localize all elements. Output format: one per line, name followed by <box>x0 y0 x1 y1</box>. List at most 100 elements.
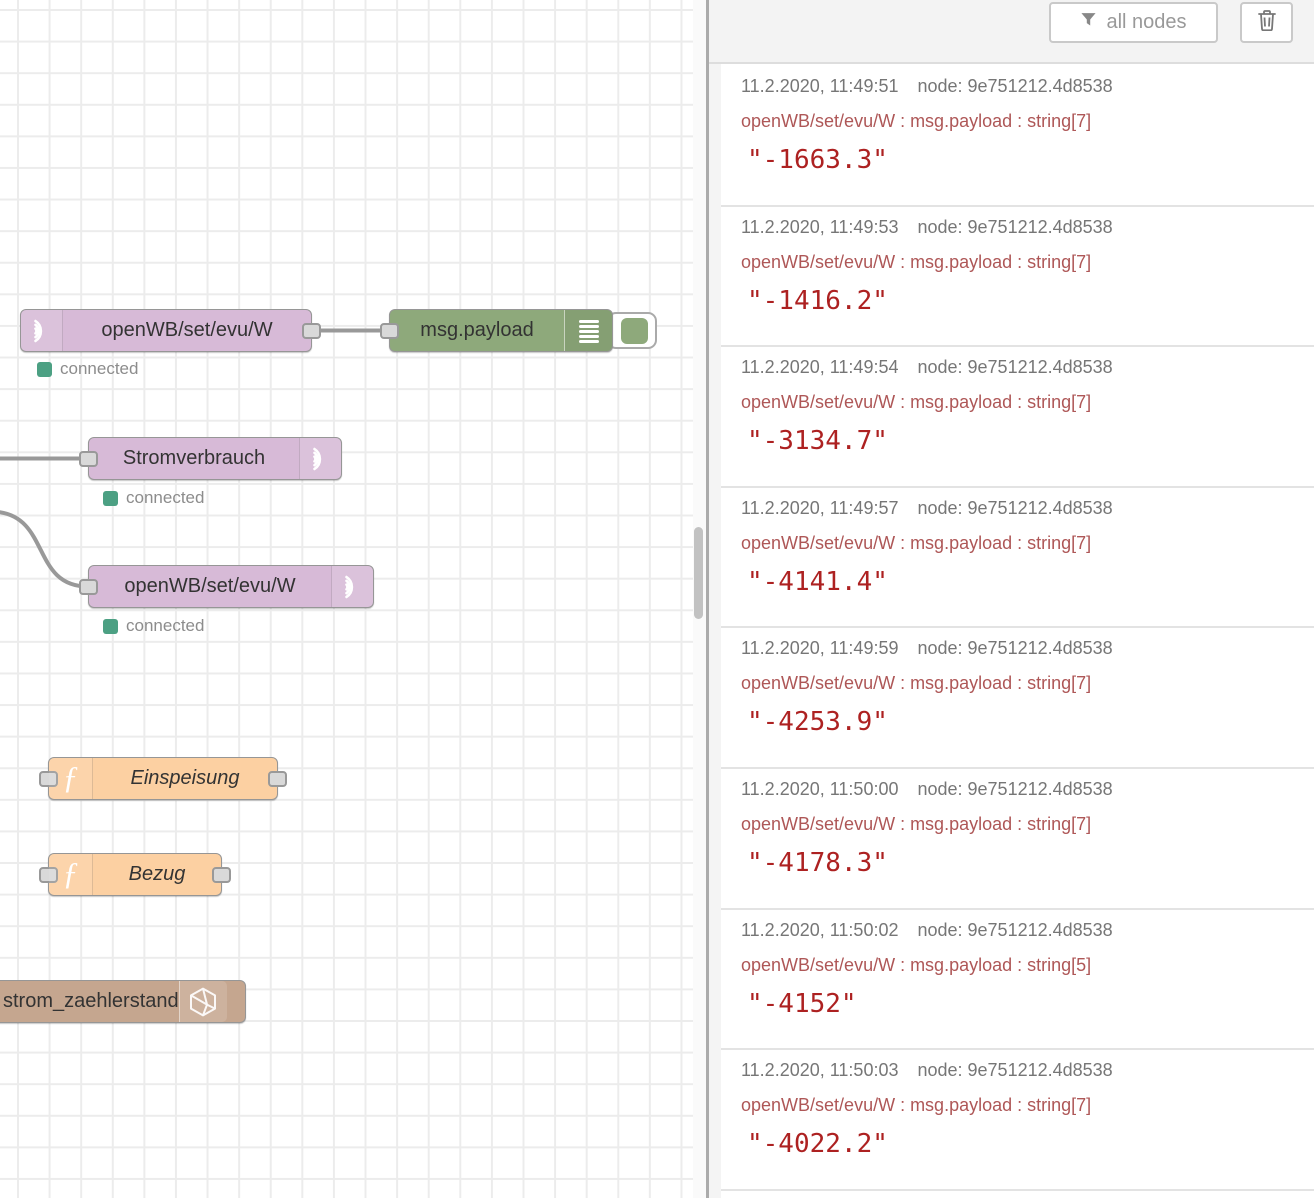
status-text: connected <box>126 488 205 507</box>
status-dot-connected <box>103 490 118 506</box>
output-port[interactable] <box>302 322 321 339</box>
debug-message-node-id: node: 9e751212.4d8538 <box>917 919 1113 940</box>
node-label: msg.payload <box>420 319 534 341</box>
node-label: Bezug <box>128 863 186 885</box>
output-port[interactable] <box>212 866 231 883</box>
status-text: connected <box>60 359 139 378</box>
debug-message-header: 11.2.2020, 11:49:54 node: 9e751212.4d853… <box>741 357 1306 378</box>
output-port[interactable] <box>268 770 287 787</box>
debug-message-topic: openWB/set/evu/W : msg.payload : string[… <box>741 813 1092 834</box>
debug-message-timestamp: 11.2.2020, 11:49:57 <box>741 497 899 518</box>
debug-message: 11.2.2020, 11:50:02 node: 9e751212.4d853… <box>721 909 1314 1051</box>
status-text: connected <box>126 616 205 635</box>
debug-message: 11.2.2020, 11:49:57 node: 9e751212.4d853… <box>721 487 1314 629</box>
debug-message-timestamp: 11.2.2020, 11:49:51 <box>741 76 899 96</box>
debug-message: 11.2.2020, 11:50:03 node: 9e751212.4d853… <box>721 1050 1314 1191</box>
debug-message-timestamp: 11.2.2020, 11:49:53 <box>741 216 899 237</box>
radio-waves-icon <box>331 566 373 607</box>
node-influxdb-strom-zaehlerstand[interactable]: strom_zaehlerstand <box>0 980 246 1023</box>
debug-message-node-id: node: 9e751212.4d8538 <box>917 778 1113 799</box>
input-port[interactable] <box>380 322 399 339</box>
debug-enable-toggle[interactable] <box>607 312 657 349</box>
flow-wires <box>0 328 391 589</box>
debug-message-node-id: node: 9e751212.4d8538 <box>917 638 1113 659</box>
debug-message-timestamp: 11.2.2020, 11:50:00 <box>741 778 899 799</box>
filter-nodes-button[interactable]: all nodes <box>1049 2 1218 43</box>
input-port[interactable] <box>79 578 98 595</box>
debug-message-topic: openWB/set/evu/W : msg.payload : string[… <box>741 251 1092 272</box>
node-function-bezug[interactable]: ƒ Bezug <box>39 853 231 896</box>
debug-message-topic: openWB/set/evu/W : msg.payload : string[… <box>741 954 1092 975</box>
debug-message-payload[interactable]: "-4022.2" <box>747 1129 888 1160</box>
debug-message-payload[interactable]: "-1416.2" <box>747 285 888 316</box>
debug-message-header: 11.2.2020, 11:50:00 node: 9e751212.4d853… <box>741 779 1306 800</box>
debug-message-topic: openWB/set/evu/W : msg.payload : string[… <box>741 532 1092 553</box>
debug-message-payload[interactable]: "-4253.9" <box>747 707 888 738</box>
node-label: openWB/set/evu/W <box>124 575 296 597</box>
node-status: connected <box>103 616 204 636</box>
node-label: Einspeisung <box>130 767 240 789</box>
debug-message: 11.2.2020, 11:49:54 node: 9e751212.4d853… <box>721 347 1314 488</box>
debug-enabled-indicator <box>621 317 648 344</box>
debug-message-node-id: node: 9e751212.4d8538 <box>917 1060 1113 1081</box>
debug-list-icon <box>564 310 612 351</box>
debug-message-topic: openWB/set/evu/W : msg.payload : string[… <box>741 673 1092 694</box>
clear-messages-button[interactable] <box>1240 2 1293 43</box>
debug-message-topic: openWB/set/evu/W : msg.payload : string[… <box>741 392 1092 413</box>
debug-toolbar: all nodes <box>709 0 1314 64</box>
node-mqtt-in-evu[interactable]: openWB/set/evu/W <box>20 309 321 352</box>
debug-message-header: 11.2.2020, 11:50:02 node: 9e751212.4d853… <box>741 920 1306 941</box>
input-port[interactable] <box>39 866 58 883</box>
debug-message-topic: openWB/set/evu/W : msg.payload : string[… <box>741 111 1092 131</box>
node-mqtt-out-evu[interactable]: openWB/set/evu/W <box>79 565 374 608</box>
debug-message-payload[interactable]: "-4141.4" <box>747 566 888 597</box>
sidebar-gutter <box>709 0 721 1198</box>
status-dot-connected <box>37 361 52 377</box>
debug-message: 11.2.2020, 11:49:51 node: 9e751212.4d853… <box>721 66 1314 207</box>
node-status: connected <box>37 359 138 379</box>
input-port[interactable] <box>79 450 98 467</box>
canvas-scrollbar-thumb[interactable] <box>694 527 703 619</box>
debug-message-header: 11.2.2020, 11:49:51 node: 9e751212.4d853… <box>741 76 1306 97</box>
node-mqtt-out-stromverbrauch[interactable]: Stromverbrauch <box>79 437 342 480</box>
sidebar-resize-handle[interactable] <box>706 0 709 1198</box>
function-f-icon: ƒ <box>49 854 93 895</box>
debug-message: 11.2.2020, 11:49:53 node: 9e751212.4d853… <box>721 206 1314 348</box>
debug-message-header: 11.2.2020, 11:49:59 node: 9e751212.4d853… <box>741 638 1306 659</box>
debug-message-timestamp: 11.2.2020, 11:50:03 <box>741 1060 899 1081</box>
debug-message-header: 11.2.2020, 11:50:03 node: 9e751212.4d853… <box>741 1060 1306 1081</box>
debug-message-header: 11.2.2020, 11:49:57 node: 9e751212.4d853… <box>741 498 1306 519</box>
input-port[interactable] <box>39 770 58 787</box>
radio-waves-icon <box>21 310 63 351</box>
debug-message-header: 11.2.2020, 11:49:53 node: 9e751212.4d853… <box>741 217 1306 238</box>
debug-sidebar: all nodes 11.2.2020, 11:49:51 node: 9e75… <box>709 0 1314 1198</box>
status-dot-connected <box>103 618 118 634</box>
debug-message: 11.2.2020, 11:50:00 node: 9e751212.4d853… <box>721 768 1314 910</box>
debug-message-node-id: node: 9e751212.4d8538 <box>917 216 1113 237</box>
influxdb-hexagon-icon <box>178 981 227 1022</box>
debug-message: 11.2.2020, 11:49:59 node: 9e751212.4d853… <box>721 628 1314 769</box>
debug-message-node-id: node: 9e751212.4d8538 <box>917 76 1113 96</box>
debug-message-payload[interactable]: "-4152" <box>747 988 857 1019</box>
node-function-einspeisung[interactable]: ƒ Einspeisung <box>39 757 287 800</box>
debug-message-node-id: node: 9e751212.4d8538 <box>917 357 1113 378</box>
debug-message-list[interactable]: 11.2.2020, 11:49:51 node: 9e751212.4d853… <box>721 66 1314 1191</box>
flow-canvas[interactable]: openWB/set/evu/W connected msg.payload <box>0 0 695 1198</box>
debug-message-payload[interactable]: "-4178.3" <box>747 847 888 878</box>
debug-message-payload[interactable]: "-3134.7" <box>747 426 888 457</box>
debug-message-timestamp: 11.2.2020, 11:50:02 <box>741 919 899 940</box>
radio-waves-icon <box>299 438 341 479</box>
debug-message-timestamp: 11.2.2020, 11:49:54 <box>741 357 899 378</box>
node-label: openWB/set/evu/W <box>101 319 273 341</box>
node-label: Stromverbrauch <box>122 447 266 469</box>
function-f-icon: ƒ <box>49 758 93 799</box>
trash-icon <box>1257 9 1277 37</box>
node-debug-msg-payload[interactable]: msg.payload <box>380 309 613 352</box>
node-status: connected <box>103 488 204 508</box>
node-label: strom_zaehlerstand <box>3 990 179 1012</box>
debug-message-timestamp: 11.2.2020, 11:49:59 <box>741 638 899 659</box>
debug-message-payload[interactable]: "-1663.3" <box>747 145 888 175</box>
filter-button-label: all nodes <box>1106 11 1187 33</box>
debug-message-topic: openWB/set/evu/W : msg.payload : string[… <box>741 1095 1092 1116</box>
